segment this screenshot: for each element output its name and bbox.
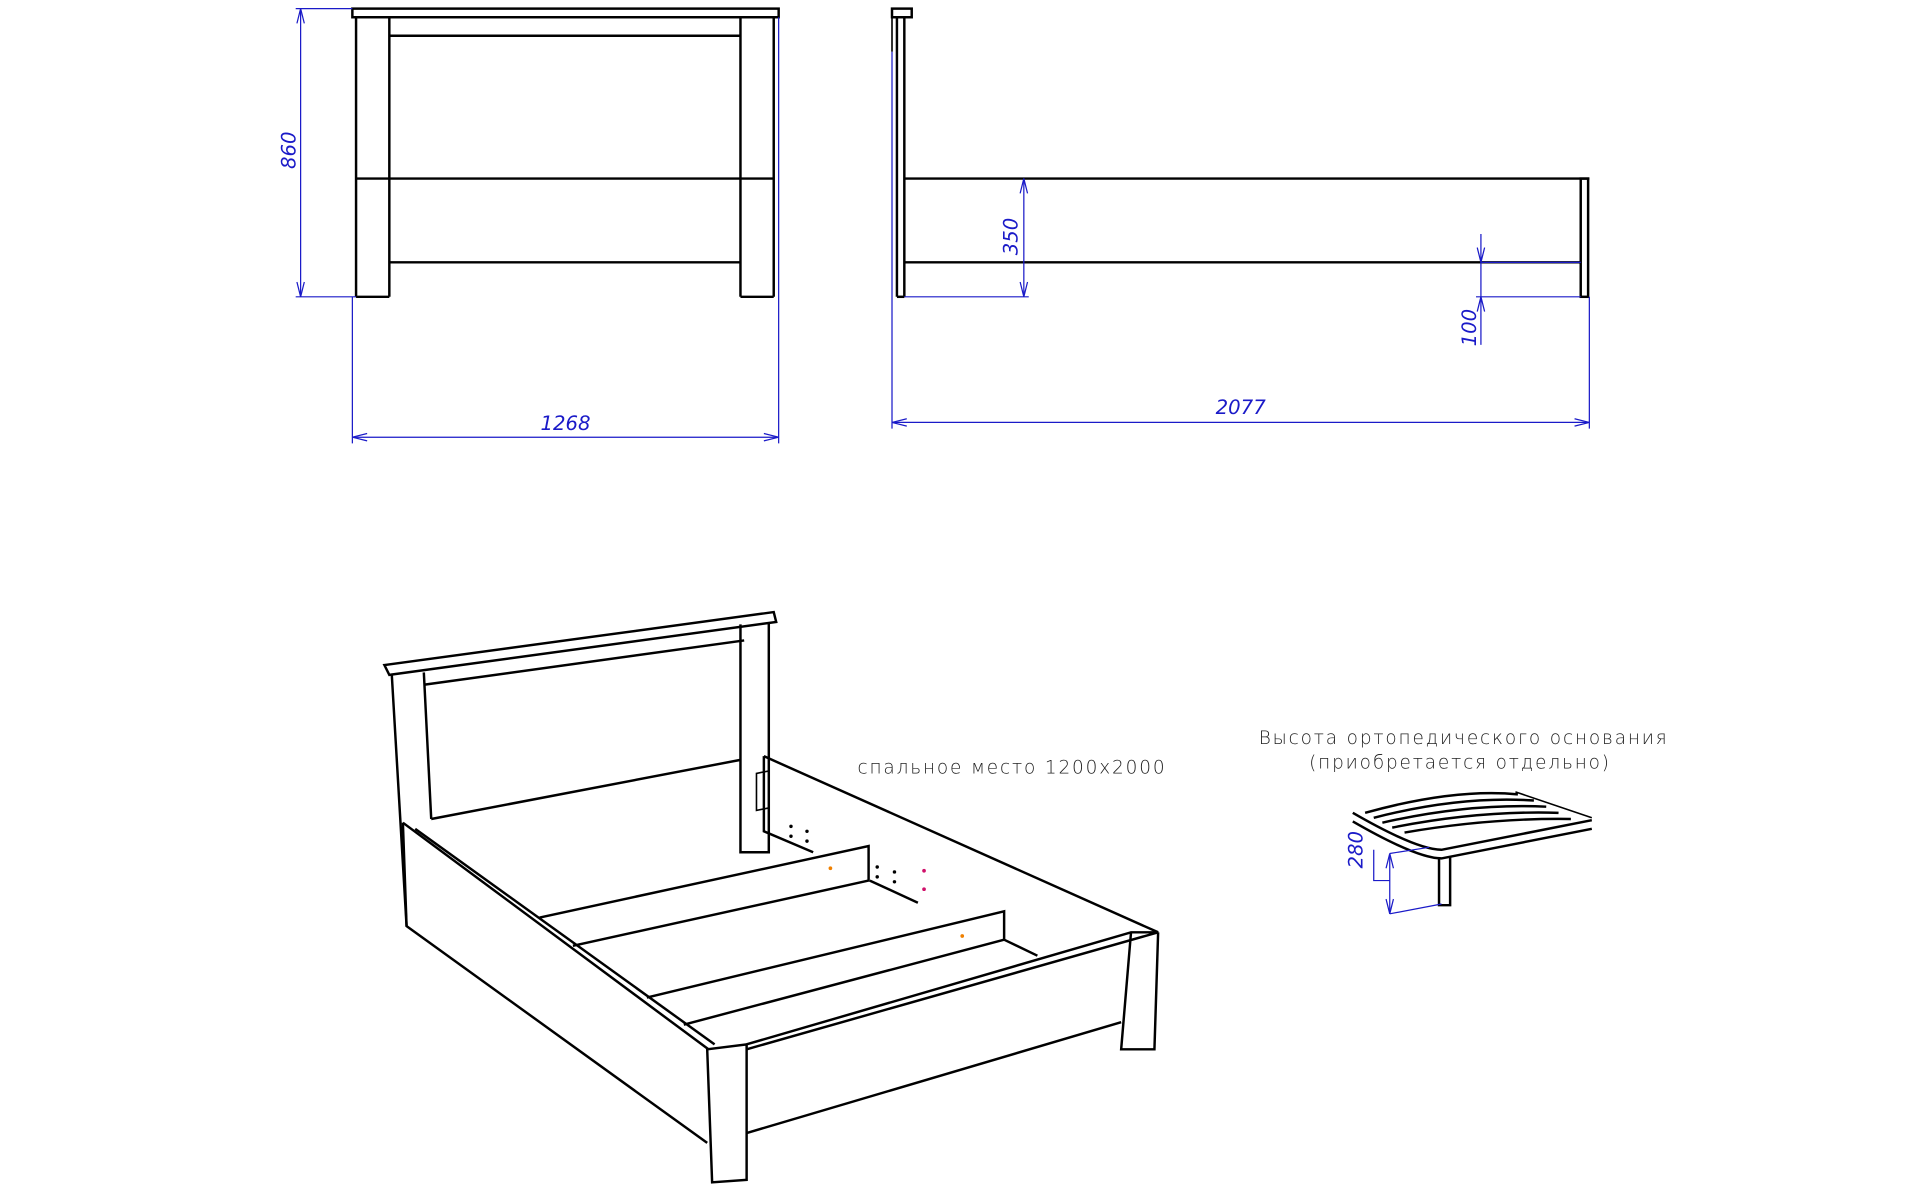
dimension-280: 280 xyxy=(1345,831,1442,915)
sleeping-area-label: спальное место 1200х2000 xyxy=(858,757,1167,778)
dimension-350: 350 xyxy=(904,178,1029,298)
headboard-cap xyxy=(351,7,780,19)
side-view: 350 100 2077 xyxy=(890,7,1590,429)
isometric-bed: спальное место 1200х2000 xyxy=(382,610,1167,1184)
slat-base-title-line2: (приобретается отдельно) xyxy=(1309,753,1611,774)
front-left-post xyxy=(354,17,391,299)
iso-footboard xyxy=(705,931,1160,1184)
iso-headboard xyxy=(382,610,778,927)
dim-text-1268: 1268 xyxy=(540,412,590,435)
front-view: 860 1268 xyxy=(278,7,780,444)
dimension-100: 100 xyxy=(1458,233,1581,347)
slat-base-detail: Высота ортопедического основания (приобр… xyxy=(1259,728,1669,915)
headboard-post-side xyxy=(895,17,906,299)
front-right-post xyxy=(739,17,775,299)
iso-slats xyxy=(539,844,1006,1026)
dimension-width-1268: 1268 xyxy=(351,17,780,444)
footboard-post-side xyxy=(1579,177,1590,299)
dim-text-860: 860 xyxy=(278,131,301,169)
headboard-cap-side xyxy=(890,7,913,19)
dimension-height-860: 860 xyxy=(278,8,357,298)
dim-text-100: 100 xyxy=(1458,309,1481,347)
dim-text-280: 280 xyxy=(1345,831,1368,869)
iso-left-side-rail xyxy=(401,821,716,1144)
dimension-2077: 2077 xyxy=(891,51,1590,429)
dim-text-350: 350 xyxy=(1000,218,1023,256)
dim-text-2077: 2077 xyxy=(1216,396,1267,419)
iso-right-side-rail xyxy=(755,755,1159,957)
slat-base-title-line1: Высота ортопедического основания xyxy=(1259,728,1669,749)
